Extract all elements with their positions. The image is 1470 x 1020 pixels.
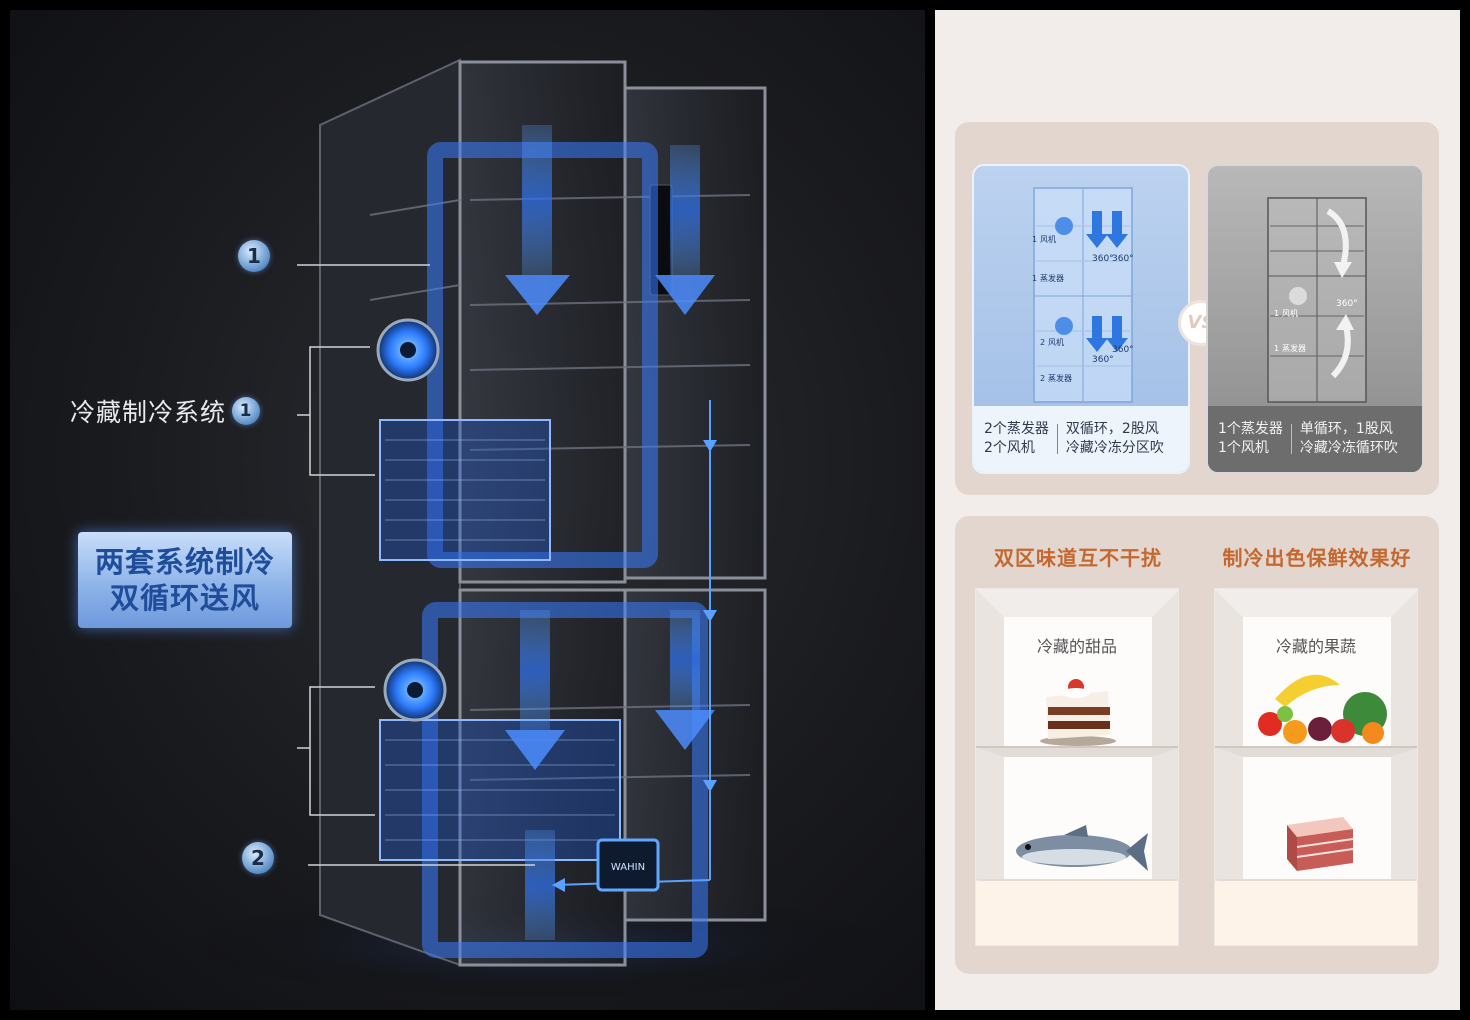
single-tag-num-a: 1 <box>1274 309 1279 318</box>
spec-circulation: 双循环，2股风 <box>1065 421 1159 437</box>
single-system-specs: 1个蒸发器 1个风机 单循环，1股风 冷藏冷冻循环吹 <box>1208 406 1422 472</box>
dual-fridge-diagram: 360° 360° 360° 360° 1 风机 1 蒸发器 2 风机 2 蒸发… <box>1032 187 1134 403</box>
tag-num-2a: 2 <box>1040 338 1045 347</box>
spec-divider <box>1290 424 1292 454</box>
shelf-label-desserts: 冷藏的甜品 <box>1036 637 1117 656</box>
system-label: 冷藏制冷系统 1 <box>70 393 261 429</box>
single-tag-evap: 蒸发器 <box>1282 343 1306 353</box>
comparison-card: 360° 360° 360° 360° 1 风机 1 蒸发器 2 风机 2 蒸发… <box>955 122 1439 495</box>
deg-a: 360° <box>1092 254 1114 264</box>
spec-fans: 2个风机 <box>984 440 1035 456</box>
fruit-basket-icon <box>1258 674 1387 744</box>
fridge-illustration-panel: WAHIN 1 2 冷藏制冷系统 1 两套系统制冷 双循环送风 <box>10 10 925 1010</box>
spec-circulation: 单循环，1股风 <box>1299 421 1393 437</box>
fan-top <box>376 318 440 382</box>
spec-airflow: 冷藏冷冻循环吹 <box>1299 440 1398 456</box>
fridge-diagram: WAHIN <box>180 58 900 1000</box>
comparison-panel: 360° 360° 360° 360° 1 风机 1 蒸发器 2 风机 2 蒸发… <box>935 10 1460 1010</box>
single-evaporator-box: 360° 1 风机 1 蒸发器 1个蒸发器 1个风机 单循环，1股风 冷藏冷冻循… <box>1206 164 1424 474</box>
deg-d: 360° <box>1112 345 1134 355</box>
airflow-arrows <box>505 125 717 940</box>
shelf-frame <box>976 589 1178 945</box>
callout-lines <box>297 264 535 866</box>
tag-num-2b: 2 <box>1040 374 1045 383</box>
chip-text: WAHIN <box>611 862 645 873</box>
fan-bottom <box>383 658 447 722</box>
system-label-number: 1 <box>232 397 261 425</box>
system-label-text: 冷藏制冷系统 <box>70 398 227 427</box>
feature-title-left: 双区味道互不干扰 <box>994 546 1162 570</box>
dual-evaporator-box: 360° 360° 360° 360° 1 风机 1 蒸发器 2 风机 2 蒸发… <box>972 164 1190 474</box>
single-tag-fan: 风机 <box>1282 308 1298 318</box>
features-card: 双区味道互不干扰 制冷出色保鲜效果好 <box>955 516 1439 974</box>
shelf-label-produce: 冷藏的果蔬 <box>1275 637 1356 656</box>
spec-evaporators: 2个蒸发器 <box>984 421 1049 437</box>
cake-icon <box>1040 679 1116 746</box>
badge-line-1: 两套系统制冷 <box>94 545 275 579</box>
shelf-base <box>1215 881 1417 945</box>
spec-divider <box>1056 424 1058 454</box>
single-deg: 360° <box>1336 299 1358 309</box>
spec-evaporator: 1个蒸发器 <box>1218 421 1283 437</box>
dual-system-specs: 2个蒸发器 2个风机 双循环，2股风 冷藏冷冻分区吹 <box>974 406 1188 472</box>
single-fridge-diagram: 360° 1 风机 1 蒸发器 <box>1267 197 1367 403</box>
tag-fan-2: 风机 <box>1048 337 1064 347</box>
callout-number-2: 2 <box>242 842 274 874</box>
meat-icon <box>1287 817 1354 871</box>
feature-title-right: 制冷出色保鲜效果好 <box>1222 546 1412 570</box>
tag-num-1b: 1 <box>1032 274 1037 283</box>
spec-airflow: 冷藏冷冻分区吹 <box>1065 440 1164 456</box>
evaporator-top <box>379 419 551 561</box>
dual-system-badge: 两套系统制冷 双循环送风 <box>78 532 292 628</box>
tag-evap-1: 蒸发器 <box>1040 273 1064 283</box>
tag-evap-2: 蒸发器 <box>1048 373 1072 383</box>
badge-line-2: 双循环送风 <box>109 581 260 615</box>
callout-number-1: 1 <box>238 240 270 272</box>
fish-icon <box>1016 825 1148 871</box>
deg-c: 360° <box>1092 355 1114 365</box>
shelf-desserts: 冷藏的甜品 <box>975 588 1179 946</box>
tag-fan-1: 风机 <box>1040 234 1056 244</box>
shelf-produce: 冷藏的果蔬 <box>1214 588 1418 946</box>
tag-num-1a: 1 <box>1032 235 1037 244</box>
chip-icon <box>596 838 660 892</box>
spec-fan: 1个风机 <box>1218 440 1269 456</box>
single-tag-num-b: 1 <box>1274 344 1279 353</box>
deg-b: 360° <box>1112 254 1134 264</box>
shelf-base <box>976 881 1178 945</box>
